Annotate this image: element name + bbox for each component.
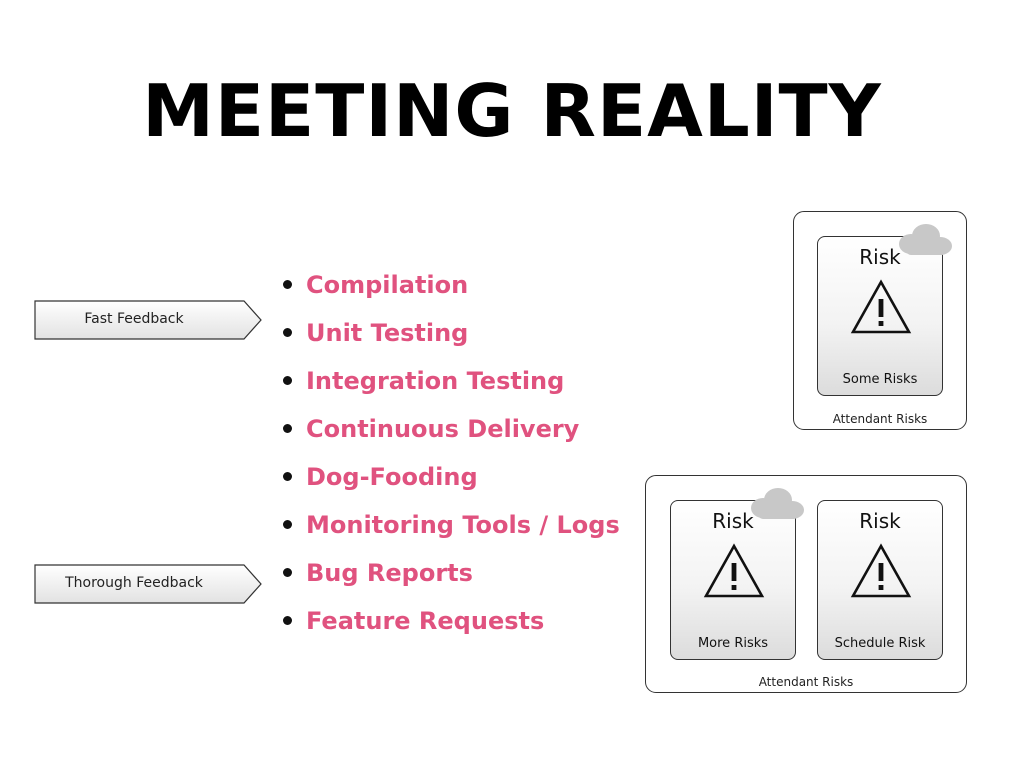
risk-card-title: Risk xyxy=(859,509,901,533)
bullet-icon xyxy=(283,472,292,481)
cloud-icon xyxy=(899,224,952,255)
cloud-icon xyxy=(751,488,804,519)
list-item-text: Bug Reports xyxy=(306,559,473,587)
group-label: Attendant Risks xyxy=(758,675,854,689)
list-item-text: Feature Requests xyxy=(306,607,545,635)
list-item: Unit Testing xyxy=(282,310,620,358)
list-item-text: Continuous Delivery xyxy=(306,415,580,443)
list-item-text: Monitoring Tools / Logs xyxy=(306,511,620,539)
thorough-feedback-arrow: Thorough Feedback xyxy=(34,564,264,604)
attendant-risks-group-bottom: Risk More Risks Risk Schedule Risk Atten… xyxy=(645,475,967,693)
warning-icon xyxy=(850,279,912,334)
bullet-icon xyxy=(283,424,292,433)
list-item: Continuous Delivery xyxy=(282,406,620,454)
risk-card-title: Risk xyxy=(712,509,754,533)
bullet-icon xyxy=(283,616,292,625)
bullet-icon xyxy=(283,568,292,577)
list-item: Compilation xyxy=(282,262,620,310)
slide-title: MEETING REALITY xyxy=(142,69,882,153)
risk-card-label: Some Risks xyxy=(842,372,918,387)
risk-card-title: Risk xyxy=(859,245,901,269)
risk-card-schedule-risk: Risk Schedule Risk xyxy=(817,500,943,660)
list-item-text: Integration Testing xyxy=(306,367,565,395)
risk-card-label: Schedule Risk xyxy=(834,636,926,651)
warning-icon xyxy=(703,543,765,598)
bullet-icon xyxy=(283,280,292,289)
list-item: Bug Reports xyxy=(282,550,620,598)
list-item: Monitoring Tools / Logs xyxy=(282,502,620,550)
group-label: Attendant Risks xyxy=(832,412,928,426)
risk-card-some-risks: Risk Some Risks xyxy=(817,236,943,396)
risk-card-more-risks: Risk More Risks xyxy=(670,500,796,660)
list-item: Integration Testing xyxy=(282,358,620,406)
feedback-list: Compilation Unit Testing Integration Tes… xyxy=(282,262,620,646)
risk-card-label: More Risks xyxy=(697,636,769,651)
list-item-text: Unit Testing xyxy=(306,319,469,347)
thorough-feedback-label: Thorough Feedback xyxy=(65,575,203,591)
arrow-shape-icon xyxy=(34,300,262,340)
fast-feedback-arrow: Fast Feedback xyxy=(34,300,264,340)
fast-feedback-label: Fast Feedback xyxy=(84,311,184,327)
warning-icon xyxy=(850,543,912,598)
list-item-text: Compilation xyxy=(306,271,469,299)
list-item-text: Dog-Fooding xyxy=(306,463,478,491)
bullet-icon xyxy=(283,520,292,529)
list-item: Feature Requests xyxy=(282,598,620,646)
bullet-icon xyxy=(283,376,292,385)
arrow-shape-icon xyxy=(34,564,262,604)
bullet-icon xyxy=(283,328,292,337)
list-item: Dog-Fooding xyxy=(282,454,620,502)
attendant-risks-group-top: Risk Some Risks Attendant Risks xyxy=(793,211,967,430)
